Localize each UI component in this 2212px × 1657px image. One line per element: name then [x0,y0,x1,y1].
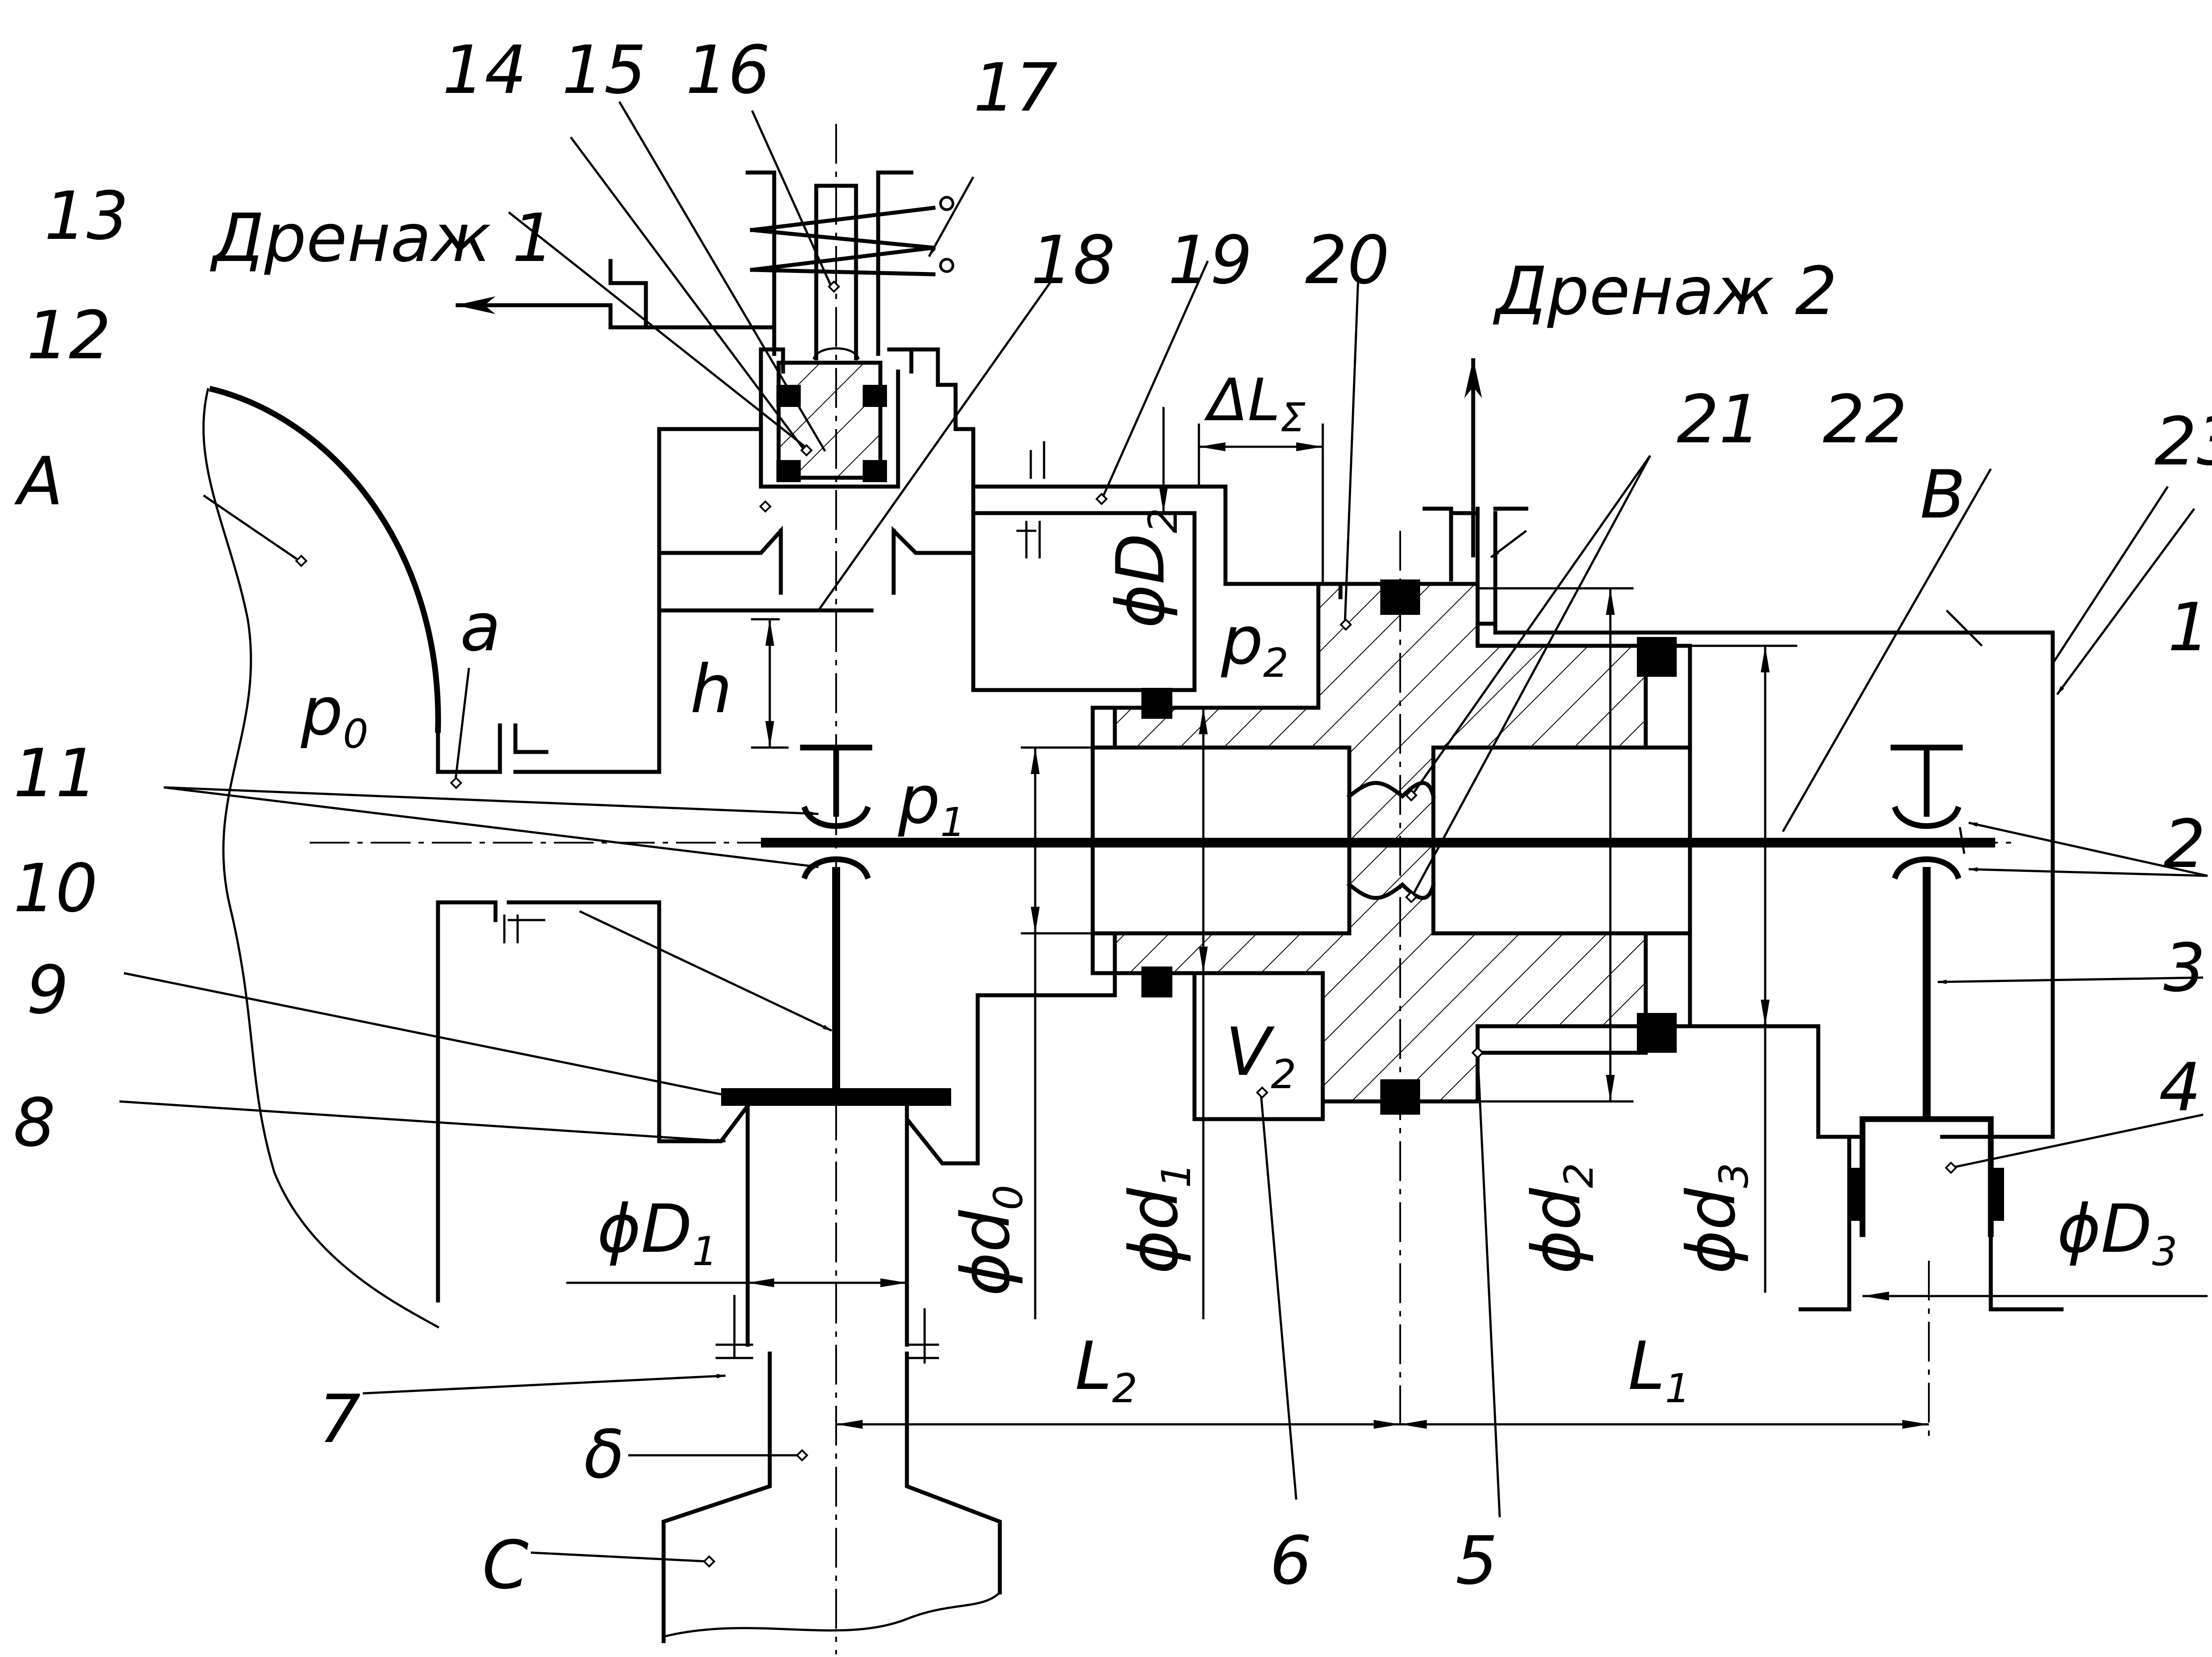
dim-label-h: h [690,651,732,728]
dim-label-d2: ϕd2 [1518,1163,1602,1274]
pressure-p1: p1 [898,762,965,846]
dim-label-dLsum: ΔLΣ [1204,366,1306,441]
disc-9 [721,1088,951,1106]
region-label-c: C [482,1527,529,1604]
part-number-14: 14 [442,32,527,109]
lower-break-line [662,1591,1002,1638]
pilot-valve-assembly [608,170,954,489]
part-number-11: 11 [13,735,98,812]
spring-housing [745,170,914,356]
piston-neck-bottom [1346,882,1436,900]
dim-label-d0: ϕd0 [948,1185,1032,1296]
part-number-9: 9 [27,952,69,1029]
region-label-b: B [1920,456,1966,533]
part-number-8: 8 [13,1085,55,1162]
pressure-p0: p0 [300,673,368,757]
region-label-a-upper: A [14,443,63,520]
seal-14-right-top [863,385,887,407]
part-number-3: 3 [2163,930,2205,1007]
part-number-1: 1 [2168,589,2210,666]
part-number-22: 22 [1823,381,1907,458]
dim-label-L1: L1 [1628,1328,1690,1412]
part-number-12: 12 [27,297,111,374]
part-number-23: 23 [2154,403,2212,480]
dim-label-d1: ϕd1 [1116,1163,1200,1274]
dim-label-L2: L2 [1075,1328,1137,1412]
volume-v2: V2 [1225,1014,1296,1098]
dim-label-D3: ϕD3 [2057,1191,2177,1275]
right-diaphragm-2 [1890,744,1963,880]
drain2-outlet [1422,358,1528,582]
part-number-5: 5 [1455,1523,1498,1599]
part-number-21: 21 [1677,381,1761,458]
pressure-p2: p2 [1221,602,1288,687]
drain1-label: Дренаж 1 [210,200,554,277]
location-dots [295,280,1958,1568]
seal-15-left-bottom [776,460,801,482]
left-diaphragm-11 [800,744,872,880]
part-number-10: 10 [13,850,98,927]
dim-label-D1: ϕD1 [597,1191,718,1275]
spring-coil [749,205,936,276]
dim-label-D2: ϕD2 [1102,508,1187,628]
part-number-17: 17 [973,50,1058,127]
part-number-2: 2 [2163,806,2205,883]
drain1-channel [608,259,776,330]
part-number-6: 6 [1270,1523,1312,1599]
part-number-16: 16 [686,32,770,109]
spring-adjuster-top [939,196,954,211]
part-number-20: 20 [1305,222,1390,299]
seal-15-right-bottom [863,460,887,482]
part-number-4: 4 [2159,1049,2201,1126]
nozzle-a [436,723,549,774]
leader-lines [119,101,2208,1563]
drain2-label: Дренаж 2 [1493,253,1837,330]
part-number-19: 19 [1168,222,1252,299]
part-number-15: 15 [562,32,646,109]
part-number-13: 13 [44,178,129,255]
bottom-right-housing-4 [1798,1116,2064,1312]
region-label-a-lower: a [460,589,501,666]
chamber-a-wall [209,386,441,733]
spring-adjuster-bottom [939,258,954,273]
part-number-18: 18 [1031,222,1115,299]
part-number-7: 7 [319,1381,361,1458]
break-line [202,387,440,1329]
dimension-lines [566,407,2208,1429]
piston-neck-top [1346,781,1436,799]
region-label-delta: δ [584,1416,625,1493]
piston-seals [1141,579,1677,1115]
pilot-valve-body [776,361,883,480]
dim-label-d3: ϕd3 [1673,1163,1757,1274]
